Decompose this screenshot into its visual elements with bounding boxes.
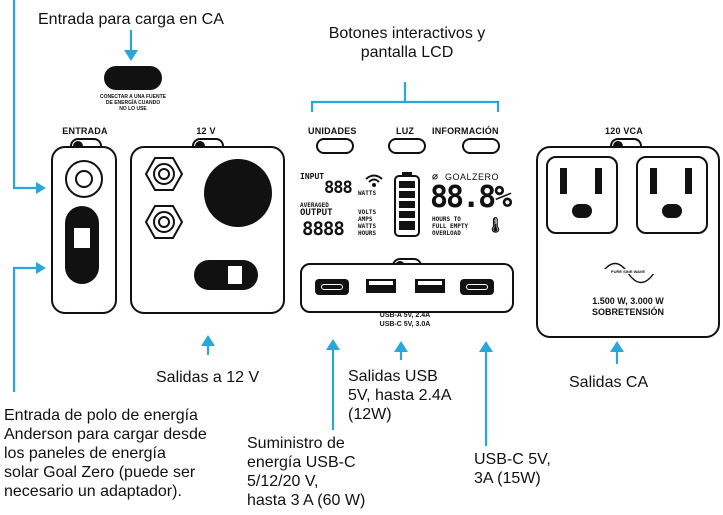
usb-outputs-callout: Salidas USB 5V, hasta 2.4A (12W) — [348, 367, 452, 424]
ac-adapter-note: CONECTAR A UNA FUENTE DE ENERGÍA CUANDO … — [88, 94, 178, 112]
usb-outputs-line: Salidas USB — [348, 368, 438, 385]
ac-adapter-note-line: NO LO USE — [119, 106, 147, 112]
info-button[interactable] — [462, 138, 500, 154]
units-button-label: UNIDADES — [308, 126, 357, 136]
lcd-percent: 88.8% — [430, 180, 512, 215]
twelve-v-ports-icon — [144, 157, 272, 290]
lcd-unit: WATTS — [358, 223, 377, 230]
anderson-line: los paneles de energía — [4, 445, 166, 462]
usba-port-icon[interactable] — [415, 279, 445, 293]
dc-input-port-icon[interactable] — [65, 160, 103, 198]
lcd-hours-to: HOURS TO FULL EMPTY OVERLOAD — [432, 216, 468, 237]
ac-outlet-icon[interactable] — [636, 156, 708, 234]
outlet-prong-icon — [685, 168, 692, 194]
usbc-pd-line: 5/12/20 V, — [247, 473, 319, 490]
usb-panel — [300, 263, 514, 313]
units-button[interactable] — [316, 138, 354, 154]
outlet-ground-icon — [662, 204, 682, 218]
usb-spec-line: USB-A 5V, 2.4A — [379, 312, 431, 319]
lcd-unit: AMPS — [358, 216, 373, 223]
goalzero-brand: GOALZERO — [445, 172, 500, 182]
info-button-label: INFORMACIÓN — [432, 126, 499, 136]
dc-input-inner-ring-icon — [75, 170, 93, 188]
outlet-ground-icon — [572, 204, 592, 218]
outlet-prong-icon — [595, 168, 602, 194]
usba-port-icon[interactable] — [366, 279, 396, 293]
lcd-input-digits: 888 — [324, 178, 353, 198]
usb-outputs-line: 5V, hasta 2.4A — [348, 387, 452, 404]
twelve-v-panel — [130, 146, 285, 314]
lcd-display: INPUT 888 WATTS AVERAGED OUTPUT 8888 VOL… — [300, 168, 514, 246]
lcd-hours-to-line: HOURS TO — [432, 216, 461, 223]
anderson-port-icon[interactable] — [65, 206, 99, 284]
ac-charge-port-icon — [104, 66, 162, 90]
light-button[interactable] — [388, 138, 426, 154]
lcd-unit: HOURS — [358, 230, 377, 237]
lcd-output-label: OUTPUT — [300, 208, 333, 218]
usbc-pd-line: energía USB-C — [247, 454, 356, 471]
lcd-unit: VOLTS — [358, 209, 377, 216]
buttons-lcd-callout: Botones interactivos y pantalla LCD — [312, 24, 502, 62]
usb-specs: USB-A 5V, 2.4A USB-C 5V, 3.0A — [300, 311, 510, 329]
lcd-input-label: INPUT — [300, 172, 325, 181]
ac-rating-line: SOBRETENSIÓN — [591, 307, 664, 317]
usb-spec-line: USB-C 5V, 3.0A — [379, 321, 431, 328]
ac-outlet-icon[interactable] — [546, 156, 618, 234]
usba-slot-icon — [418, 281, 442, 285]
buttons-lcd-callout-line2: pantalla LCD — [360, 44, 454, 61]
battery-icon — [394, 172, 420, 237]
anderson-line: Anderson para cargar desde — [4, 426, 207, 443]
usbc-pd-line: Suministro de — [247, 435, 345, 452]
lcd-units-list: VOLTS AMPS WATTS HOURS — [358, 209, 376, 237]
twelve-v-label: 12 V — [196, 126, 216, 136]
usbc-slot-icon — [466, 284, 488, 290]
ac-label: 120 VCA — [605, 126, 643, 136]
anderson-contact-icon — [74, 228, 90, 248]
temperature-warning-icon: 🌡 — [486, 216, 506, 234]
ac-rating-line: 1.500 W, 3.000 W — [592, 296, 664, 306]
outputs-12v-callout: Salidas a 12 V — [156, 369, 260, 386]
usbc-pd-line: hasta 3 A (60 W) — [247, 492, 366, 509]
usba-slot-icon — [369, 281, 393, 285]
anderson-line: necesario un adaptador). — [4, 483, 182, 500]
lcd-power-symbol-icon: ⌀ — [432, 172, 439, 183]
entrada-panel — [51, 146, 117, 314]
entrada-label: ENTRADA — [62, 126, 108, 136]
usbc-5v-line: 3A (15W) — [474, 470, 541, 487]
lcd-output-digits: 8888 — [302, 218, 345, 240]
ac-charge-input-callout: Entrada para carga en CA — [38, 11, 224, 28]
lcd-full-empty: FULL EMPTY — [432, 223, 469, 230]
usbc-port-icon[interactable] — [460, 279, 494, 295]
ac-rating: 1.500 W, 3.000 W SOBRETENSIÓN — [538, 296, 718, 318]
usb-outputs-line: (12W) — [348, 406, 392, 423]
usbc-pd-callout: Suministro de energía USB-C 5/12/20 V, h… — [247, 434, 365, 510]
outlet-prong-icon — [560, 168, 567, 194]
buttons-lcd-callout-line1: Botones interactivos y — [328, 25, 486, 42]
anderson-line: solar Goal Zero (puede ser — [4, 464, 196, 481]
anderson-line: Entrada de polo de energía — [4, 407, 198, 424]
ac-panel: PURE SINE WAVE 1.500 W, 3.000 W SOBRETEN… — [536, 146, 720, 338]
usbc-pd-port-icon[interactable] — [315, 279, 349, 295]
anderson-callout: Entrada de polo de energía Anderson para… — [4, 406, 207, 501]
light-button-label: LUZ — [396, 126, 415, 136]
pure-sine-wave-label: PURE SINE WAVE — [588, 269, 668, 274]
usbc-5v-line: USB-C 5V, — [474, 451, 551, 468]
usbc-5v-callout: USB-C 5V, 3A (15W) — [474, 450, 551, 488]
ac-outputs-callout: Salidas CA — [569, 374, 649, 391]
lcd-overload: OVERLOAD — [432, 230, 461, 237]
ac-adapter-note-line: DE ENERGÍA CUANDO — [105, 100, 161, 106]
lcd-averaged-label: AVERAGED — [300, 202, 329, 209]
usbc-slot-icon — [321, 284, 343, 290]
outlet-prong-icon — [650, 168, 657, 194]
ac-adapter-note-line: CONECTAR A UNA FUENTE — [99, 94, 166, 100]
wifi-icon — [365, 174, 383, 187]
lcd-input-watts: WATTS — [358, 190, 377, 197]
